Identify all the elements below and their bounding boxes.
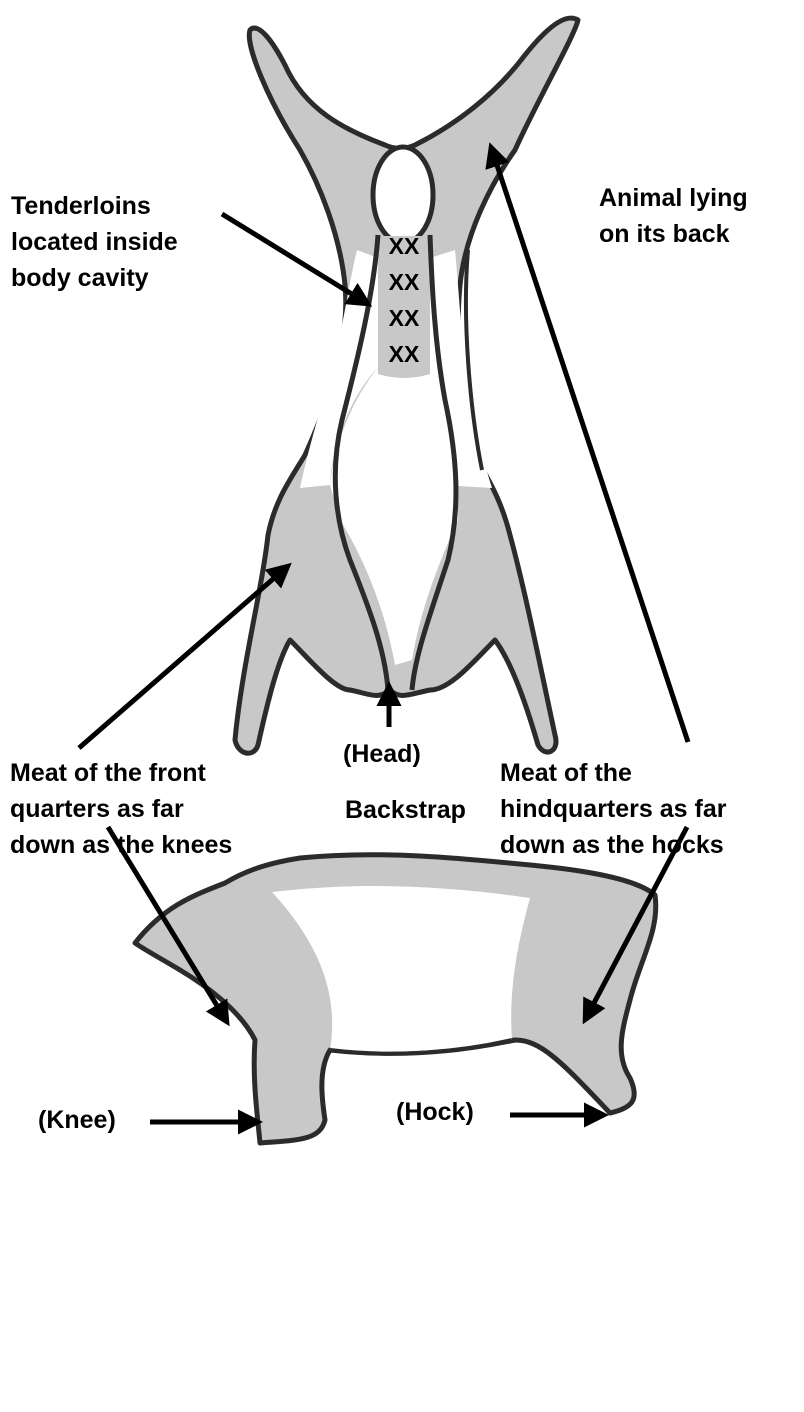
tenderloins-label: Tenderloins located inside body cavity — [11, 188, 178, 296]
animal-position-label: Animal lying on its back — [599, 180, 748, 252]
front-quarters-label: Meat of the front quarters as far down a… — [10, 755, 232, 863]
tenderloin-marks: XX XX XX XX — [380, 228, 428, 372]
backstrap-label: Backstrap — [345, 792, 466, 828]
hock-label: (Hock) — [396, 1094, 474, 1130]
head-label: (Head) — [343, 736, 421, 772]
knee-label: (Knee) — [38, 1102, 116, 1138]
carcass-top-view — [235, 18, 578, 753]
hindquarters-label: Meat of the hindquarters as far down as … — [500, 755, 726, 863]
